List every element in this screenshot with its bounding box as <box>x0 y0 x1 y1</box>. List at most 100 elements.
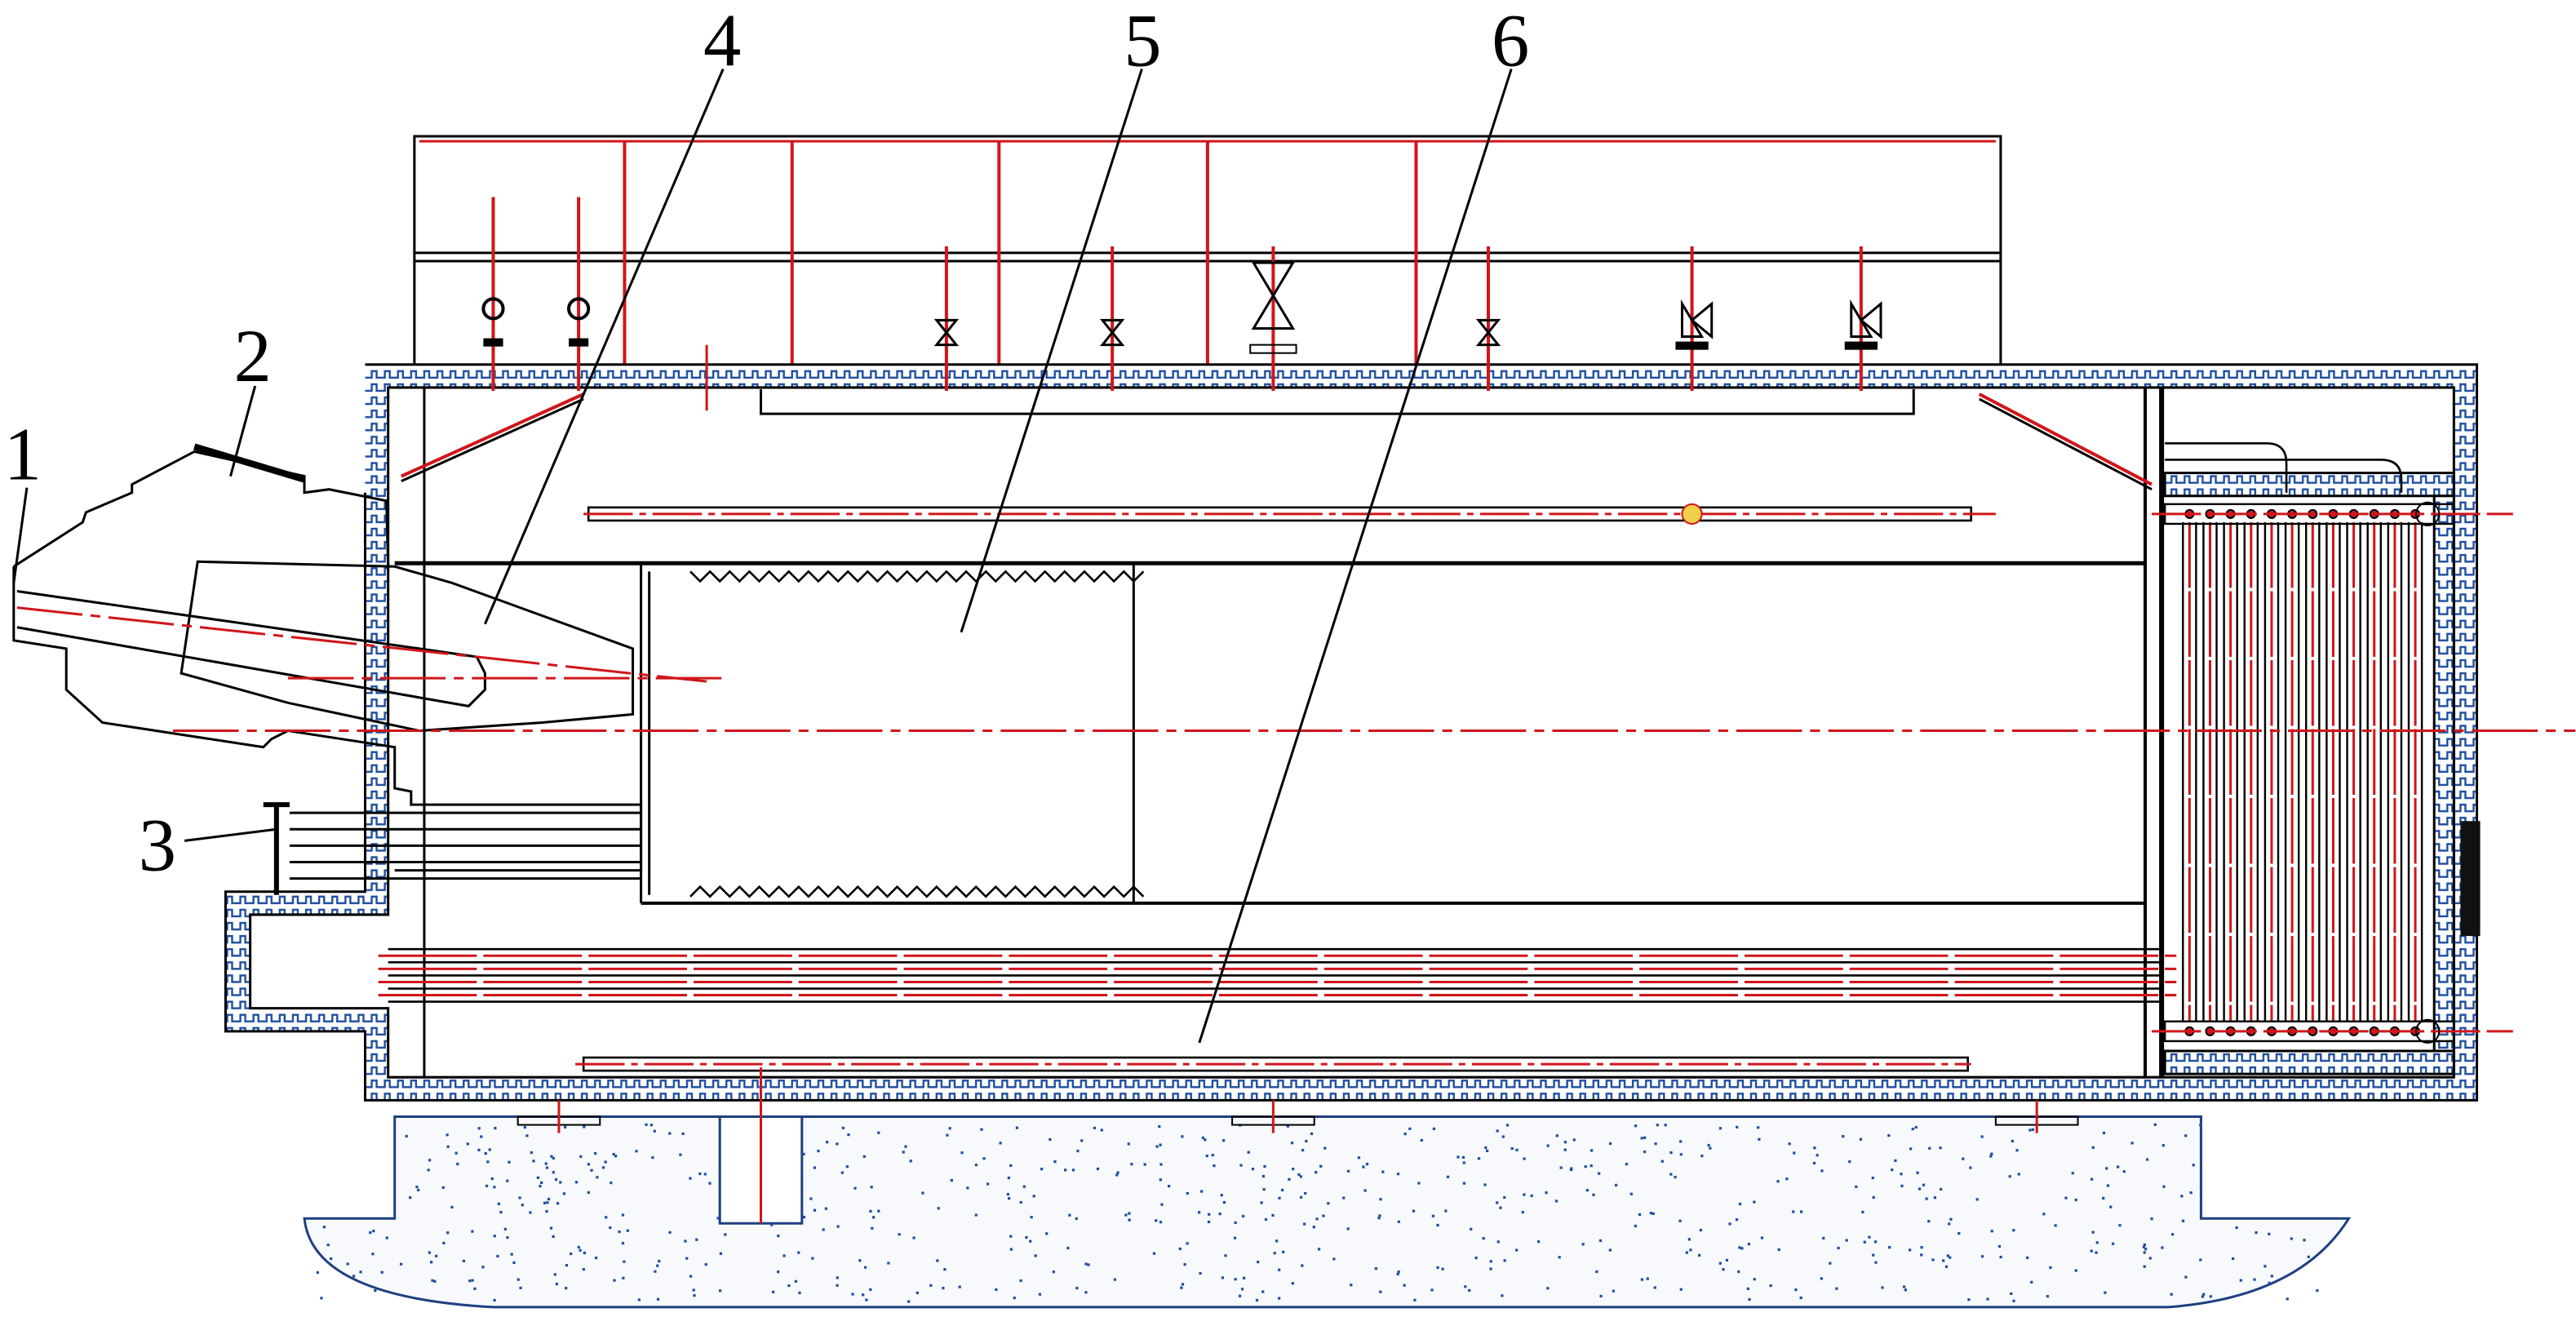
concrete-dot <box>1413 1298 1417 1301</box>
concrete-dot <box>385 1236 388 1239</box>
concrete-dot <box>1218 1213 1221 1216</box>
concrete-dot <box>1362 1165 1365 1168</box>
concrete-dot <box>1159 1163 1163 1166</box>
concrete-dot <box>552 1171 555 1174</box>
concrete-dot <box>2106 1184 2110 1187</box>
concrete-dot <box>1183 1262 1186 1266</box>
concrete-dot <box>1530 1194 1533 1198</box>
concrete-dot <box>689 1275 693 1278</box>
concrete-dot <box>841 1126 845 1129</box>
concrete-dot <box>802 1152 805 1155</box>
concrete-dot <box>456 1162 459 1166</box>
concrete-dot <box>1009 1248 1013 1251</box>
concrete-dot <box>1521 1210 1524 1214</box>
concrete-dot <box>1431 1214 1435 1217</box>
concrete-dot <box>2209 1295 2212 1298</box>
concrete-dot <box>1115 1173 1119 1177</box>
concrete-dot <box>1902 1285 1906 1288</box>
concrete-dot <box>2109 1205 2113 1208</box>
concrete-dot <box>612 1152 615 1156</box>
concrete-dot <box>1068 1213 1071 1217</box>
concrete-dot <box>656 1264 659 1267</box>
concrete-dot <box>503 1227 507 1231</box>
concrete-dot <box>359 1270 362 1274</box>
concrete-dot <box>1113 1278 1116 1281</box>
concrete-dot <box>594 1151 597 1155</box>
concrete-dot <box>1032 1195 1035 1198</box>
concrete-dot <box>429 1261 433 1264</box>
concrete-dot <box>1510 1146 1514 1151</box>
concrete-dot <box>862 1293 865 1297</box>
concrete-dot <box>529 1211 532 1214</box>
concrete-dot <box>1204 1138 1207 1142</box>
concrete-dot <box>1799 1210 1803 1213</box>
concrete-dot <box>2201 1295 2205 1298</box>
inspection-door <box>2460 821 2481 937</box>
concrete-dot <box>1143 1163 1146 1166</box>
concrete-dot <box>1076 1149 1080 1153</box>
concrete-dot <box>1006 1193 1009 1196</box>
concrete-dot <box>1080 1139 1084 1142</box>
concrete-dot <box>1462 1161 1465 1164</box>
concrete-dot <box>1545 1191 1548 1195</box>
concrete-dot <box>1317 1248 1321 1251</box>
concrete-dot <box>1483 1183 1487 1186</box>
concrete-dot <box>1980 1255 1984 1258</box>
concrete-dot <box>2268 1232 2271 1235</box>
concrete-dot <box>1640 1137 1643 1140</box>
concrete-dot <box>887 1262 890 1265</box>
concrete-dot <box>525 1134 529 1137</box>
concrete-dot <box>399 1262 403 1266</box>
concrete-dot <box>1638 1213 1642 1217</box>
concrete-dot <box>1319 1164 1323 1168</box>
concrete-dot <box>1247 1151 1250 1154</box>
concrete-dot <box>1563 1148 1567 1151</box>
concrete-dot <box>1093 1126 1097 1129</box>
concrete-dot <box>1128 1218 1131 1222</box>
concrete-dot <box>1792 1210 1795 1213</box>
concrete-dot <box>609 1226 612 1230</box>
concrete-dot <box>2232 1257 2235 1261</box>
concrete-dot <box>1760 1236 1764 1239</box>
concrete-dot <box>554 1177 558 1182</box>
concrete-dot <box>1900 1184 1904 1188</box>
concrete-dot <box>836 1276 839 1279</box>
concrete-dot <box>320 1297 323 1300</box>
concrete-dot <box>1718 1262 1722 1265</box>
concrete-dot <box>1640 1278 1643 1281</box>
concrete-dot <box>1052 1270 1055 1274</box>
concrete-dot <box>2143 1243 2147 1247</box>
concrete-dot <box>579 1155 583 1158</box>
concrete-dot <box>1301 1148 1305 1152</box>
concrete-dot <box>1130 1163 1133 1166</box>
concrete-dot <box>1015 1126 1019 1129</box>
concrete-dot <box>1305 1139 1308 1143</box>
concrete-dot <box>1777 1248 1780 1252</box>
concrete-dot <box>921 1191 924 1195</box>
concrete-dot <box>574 1181 579 1184</box>
concrete-dot <box>428 1159 432 1162</box>
concrete-dot <box>2199 1258 2202 1262</box>
concrete-dot <box>532 1160 535 1163</box>
concrete-dot <box>1222 1200 1226 1204</box>
concrete-dot <box>601 1166 605 1169</box>
concrete-dot <box>552 1156 555 1160</box>
concrete-dot <box>1962 1157 1965 1160</box>
concrete-dot <box>540 1181 543 1184</box>
callout-4: 4 <box>703 0 741 82</box>
concrete-dot <box>2028 1129 2032 1132</box>
concrete-dot <box>946 1133 949 1137</box>
concrete-dot <box>777 1270 780 1274</box>
concrete-dot <box>1861 1210 1864 1214</box>
concrete-dot <box>1738 1246 1741 1249</box>
concrete-dot <box>936 1259 939 1262</box>
concrete-dot <box>1674 1175 1677 1179</box>
concrete-dot <box>1207 1220 1211 1224</box>
concrete-dot <box>622 1276 625 1279</box>
flange <box>483 338 503 347</box>
concrete-dot <box>1181 1283 1185 1286</box>
concrete-dot <box>1986 1297 1989 1301</box>
concrete-dot <box>1939 1146 1942 1150</box>
concrete-dot <box>446 1231 450 1235</box>
concrete-dot <box>668 1132 672 1135</box>
